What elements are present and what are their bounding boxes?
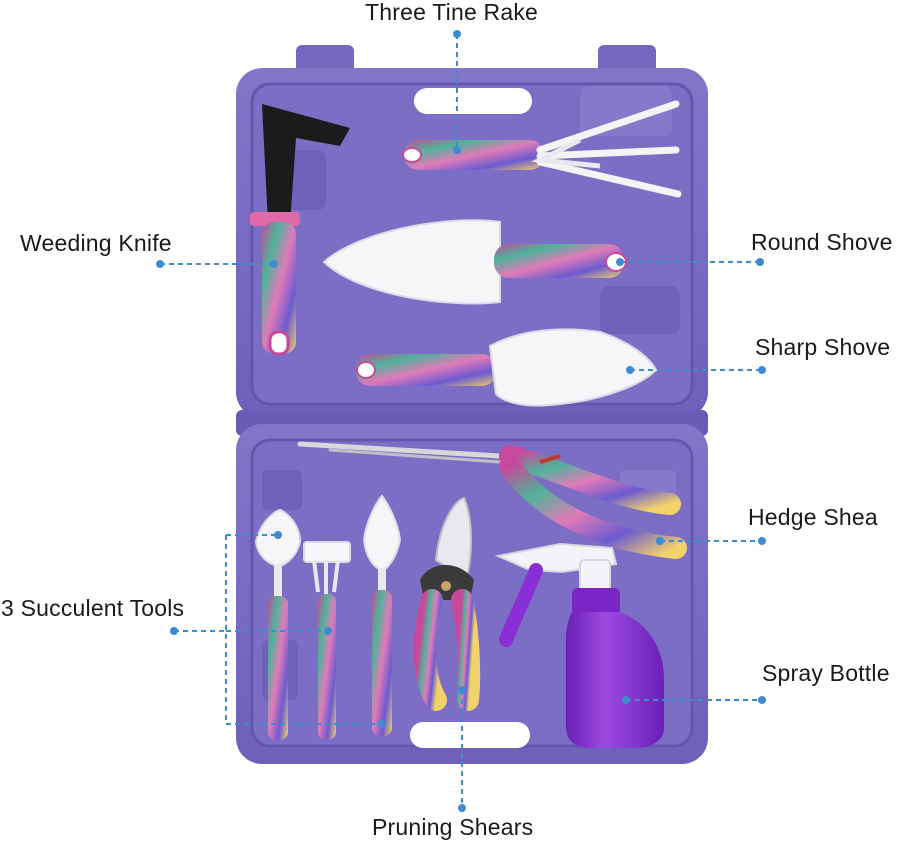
label-pruning-shears: Pruning Shears — [372, 814, 534, 840]
bottom-handle-slot — [410, 722, 530, 748]
succulent-tools-bracket — [174, 534, 382, 725]
spray-bottle — [494, 542, 664, 748]
top-handle-slot — [414, 88, 532, 114]
sharp-shovel — [356, 328, 658, 407]
label-weeding-knife: Weeding Knife — [20, 230, 172, 256]
pruning-shears — [413, 496, 481, 711]
label-sharp-shovel: Sharp Shove — [755, 334, 891, 360]
label-three-tine-rake: Three Tine Rake — [365, 0, 539, 25]
label-succulent-tools: 3 Succulent Tools — [1, 595, 185, 621]
hedge-shears — [297, 441, 687, 559]
label-round-shovel: Round Shove — [751, 229, 893, 255]
label-spray-bottle: Spray Bottle — [762, 660, 890, 686]
leader-lines — [156, 30, 766, 812]
round-shovel — [322, 219, 627, 305]
three-tine-rake — [402, 100, 682, 198]
weeding-knife — [250, 104, 350, 356]
label-hedge-shears: Hedge Shea — [748, 504, 878, 530]
